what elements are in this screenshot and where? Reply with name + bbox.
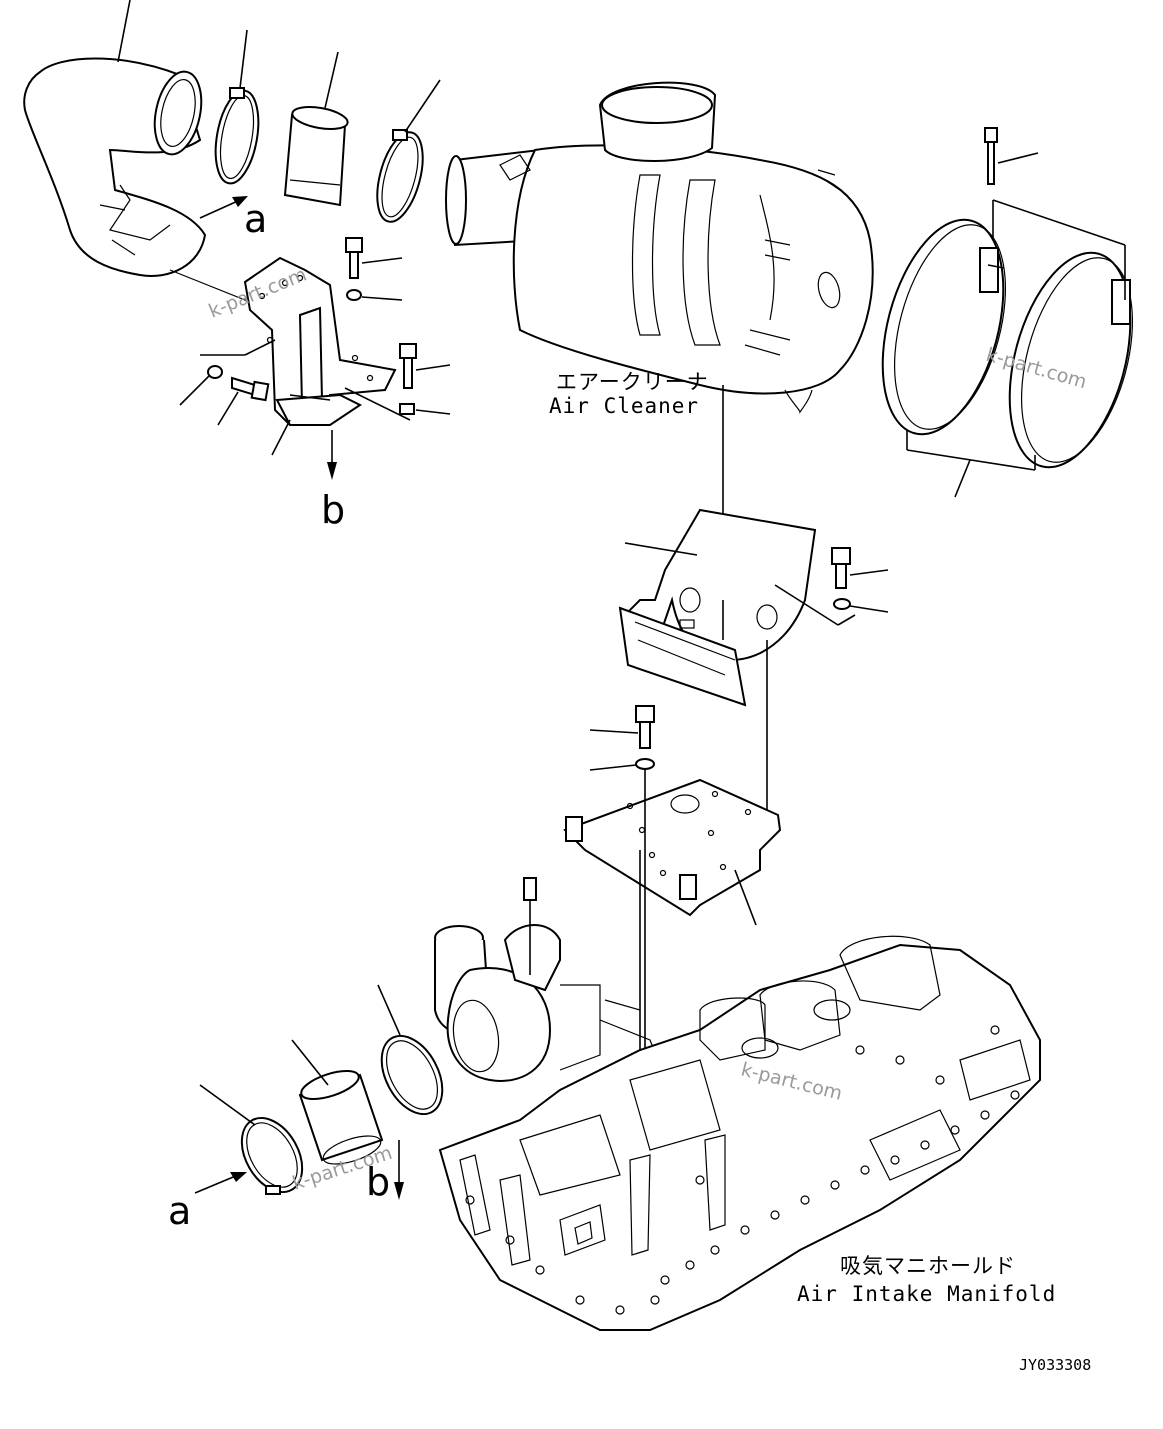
- marker-b-top: b: [321, 488, 345, 532]
- hose-sleeve-bottom: [291, 1039, 384, 1165]
- cradle-leader-lines: [624, 542, 856, 830]
- marker-a-bottom: a: [168, 1189, 191, 1233]
- marker-a-top: a: [244, 197, 267, 241]
- intake-elbow-pipe: [23, 57, 207, 277]
- bracket-bolt-upper: [345, 237, 403, 279]
- manifold-label-en: Air Intake Manifold: [797, 1282, 1056, 1306]
- air-cleaner: [445, 81, 874, 414]
- hose-clamp-bottom-1: [377, 984, 444, 1116]
- bracket-bolt-left: [217, 376, 270, 426]
- cradle-bolt: [831, 547, 889, 589]
- arrow-a-bottom: [194, 1172, 247, 1194]
- air-intake-manifold: [438, 935, 1041, 1331]
- arrow-b-bottom: [394, 1140, 404, 1200]
- bracket-washer-left: [179, 365, 223, 406]
- arrow-a-top: [199, 196, 248, 219]
- cradle-washer: [833, 598, 889, 613]
- manifold-bolts: [465, 1025, 1020, 1315]
- marker-b-bottom: b: [366, 1160, 390, 1204]
- mounting-plate-washer: [589, 758, 655, 771]
- bracket-nut-right: [399, 403, 451, 415]
- mounting-strap-band-2: [1008, 251, 1134, 469]
- elbow-support-bracket: [243, 256, 397, 427]
- hose-clamp-2: [376, 129, 424, 223]
- strap-bolt: [984, 127, 1039, 185]
- mounting-plate-bolt: [589, 705, 655, 749]
- air-cleaner-label-en: Air Cleaner: [549, 394, 699, 418]
- air-cleaner-cradle: [618, 508, 817, 707]
- hose-clamp-1: [214, 87, 260, 185]
- arrow-b-top: [327, 430, 337, 480]
- hose-clamp-bottom-2: [199, 1084, 304, 1195]
- mounting-strap-band-1: [881, 218, 1007, 436]
- leader-lines-top-left: [117, 0, 441, 133]
- drawing-code: JY033308: [1019, 1356, 1091, 1374]
- manifold-label-jp: 吸気マニホールド: [840, 1254, 1016, 1278]
- hose-sleeve-top: [283, 106, 349, 207]
- bracket-bolt-right: [399, 343, 451, 389]
- turbocharger: [434, 877, 661, 1082]
- bracket-nut-upper: [346, 289, 403, 301]
- mounting-plate: [563, 778, 782, 917]
- strap-leader-lines: [906, 199, 1126, 498]
- air-cleaner-label-jp: エアークリーナ: [556, 370, 709, 394]
